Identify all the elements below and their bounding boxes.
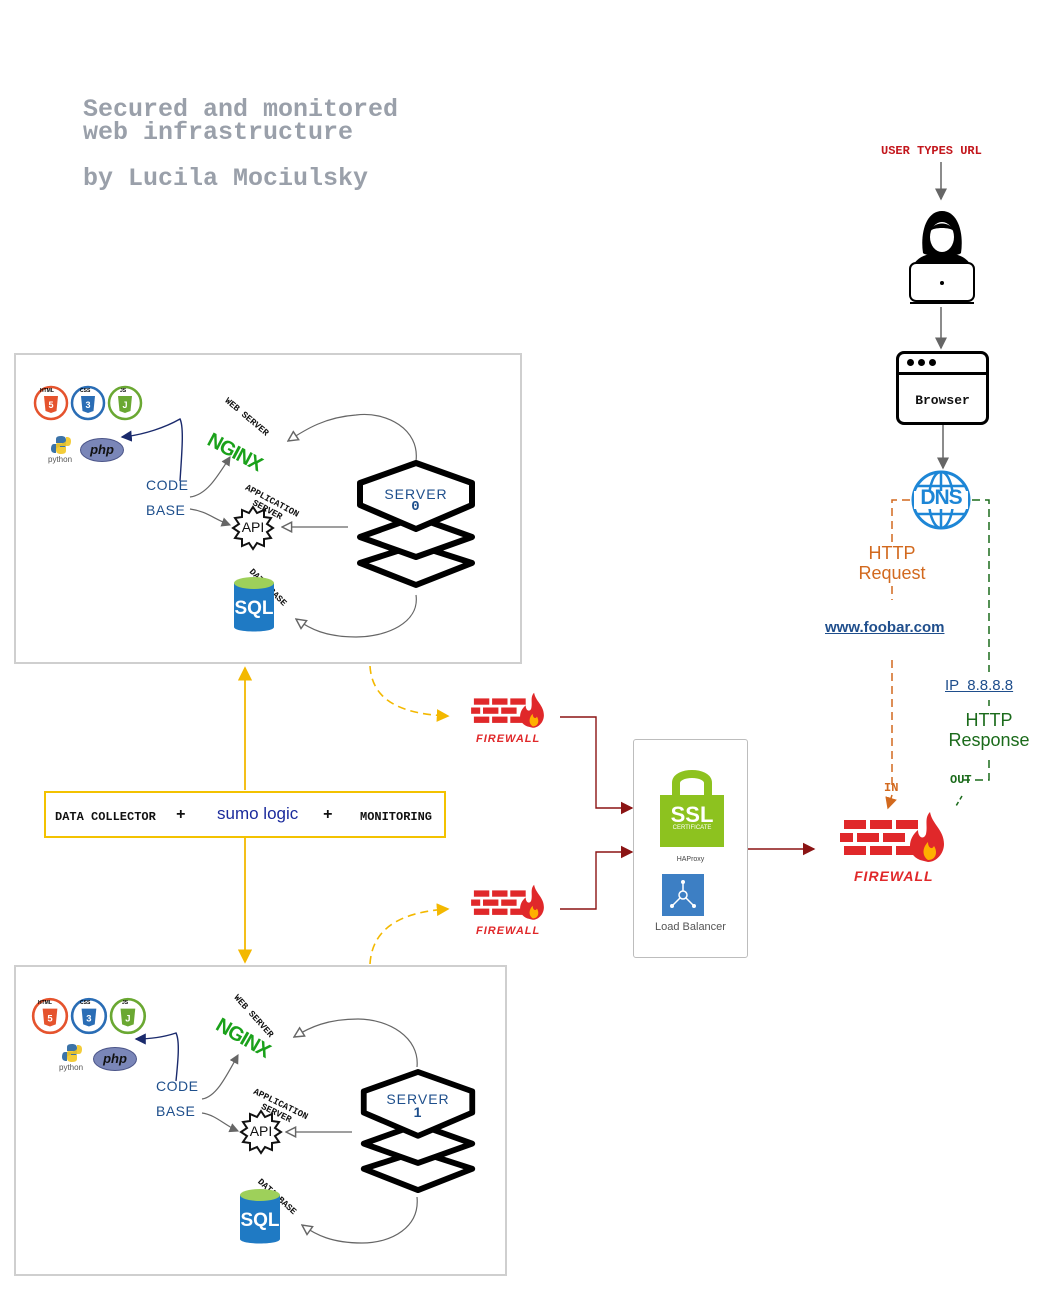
css-label: CSS [80,1000,91,1006]
load-balancer-label: Load Balancer [655,921,726,933]
python-label: python [48,455,73,464]
server-1-connectors [134,1018,418,1244]
in-label: IN [884,781,899,795]
out-label: OUT [950,773,972,787]
ssl-text: SSL [670,802,714,827]
firewall-main-label: FIREWALL [854,868,934,884]
monitoring-collector-bar: DATA COLLECTOR + sumo logic + MONITORING [44,791,446,838]
browser-window: Browser [896,351,989,425]
server-stack-icon [360,1069,476,1194]
firewall-server-1: FIREWALL [455,882,560,942]
server-1-name: SERVER 1 [372,1091,464,1120]
diagram-author: by Lucila Mociulsky [83,164,369,193]
server-0-panel: 5 3 J HTML CSS JS python php CODE BASE W… [14,353,522,664]
diagram-title-line-1: Secured and monitored [83,95,399,124]
php-label: php [90,442,114,457]
base-label: BASE [146,502,186,518]
base-label: BASE [156,1103,196,1119]
html-label: HTML [40,388,54,394]
server-name-line-2: 0 [411,499,421,515]
ip-address-link[interactable]: IP 8.8.8.8 [945,677,1014,694]
php-icon: php [93,1047,137,1071]
browser-titlebar [899,354,986,375]
browser-label: Browser [915,393,970,408]
plus-sign-2: + [323,806,333,824]
api-label: API [249,1123,273,1139]
user-laptop-icon [909,211,975,304]
firewall-brick-icon [840,812,944,862]
api-gear-icon [231,505,275,551]
js-label: JS [120,388,127,394]
api-label: API [241,519,265,535]
python-icon [62,1044,82,1062]
haproxy-label: HAProxy [676,856,705,863]
dns-label: DNS [920,486,962,509]
data-collector-label: DATA COLLECTOR [55,810,156,824]
diagram-title-line-2: web infrastructure [83,118,354,147]
http-response-label: HTTP Response [935,710,1043,750]
firewall-main: FIREWALL [822,808,962,888]
server-1-panel: 5 3 J HTML CSS JS python php CODE BASE W… [14,965,507,1276]
domain-link[interactable]: www.foobar.com [825,619,945,636]
dns-globe-icon [911,470,971,530]
http-response-line-2: Response [948,730,1030,750]
sql-database-icon [240,1189,280,1244]
api-gear-icon [239,1109,283,1155]
http-response-line-1: HTTP [965,710,1013,730]
svg-text:3: 3 [85,400,90,410]
js-label: JS [122,1000,129,1006]
svg-text:J: J [125,1013,130,1024]
server-stack-icon [357,460,475,588]
server-name-line-1: SERVER [386,1091,450,1107]
python-label: python [59,1063,84,1072]
firewall-server-0: FIREWALL [455,690,560,750]
sql-label: SQL [240,1210,280,1231]
http-request-line-2: Request [858,563,926,583]
firewall-server-0-label: FIREWALL [476,733,541,745]
python-icon [51,436,71,454]
load-balancer-box: SSL CERTIFICATE HAProxy Load Balancer [633,739,748,958]
server-name-line-2: 1 [413,1104,423,1120]
svg-text:5: 5 [47,1013,52,1024]
sql-label: SQL [234,598,274,619]
server-0-connectors [120,413,417,638]
php-label: php [103,1051,127,1066]
server-0-name: SERVER 0 [370,486,462,515]
html-css-js-icons: 5 3 J [31,997,147,1035]
code-label: CODE [146,477,189,493]
code-label: CODE [156,1078,199,1094]
css-label: CSS [80,388,91,394]
svg-text:3: 3 [86,1013,91,1024]
sql-database-icon [234,577,274,632]
php-icon: php [80,438,124,462]
server-name-line-1: SERVER [384,486,448,502]
load-balancer-icon [662,874,704,916]
ssl-subtext: CERTIFICATE [672,825,712,831]
firewall-server-1-label: FIREWALL [476,925,541,937]
firewall-brick-icon [471,884,544,920]
monitoring-label: MONITORING [360,810,433,824]
user-types-url-label: USER TYPES URL [881,144,982,158]
sumo-logic-logo: sumo logic [217,804,299,823]
http-request-label: HTTP Request [847,543,937,583]
firewall-brick-icon [471,692,544,728]
ssl-certificate-icon [660,770,724,847]
html-label: HTML [38,1000,52,1006]
svg-text:J: J [122,400,127,410]
svg-text:5: 5 [48,400,53,410]
html-css-js-icons: 5 3 J [33,385,143,421]
plus-sign-1: + [176,806,186,824]
http-request-line-1: HTTP [868,543,916,563]
